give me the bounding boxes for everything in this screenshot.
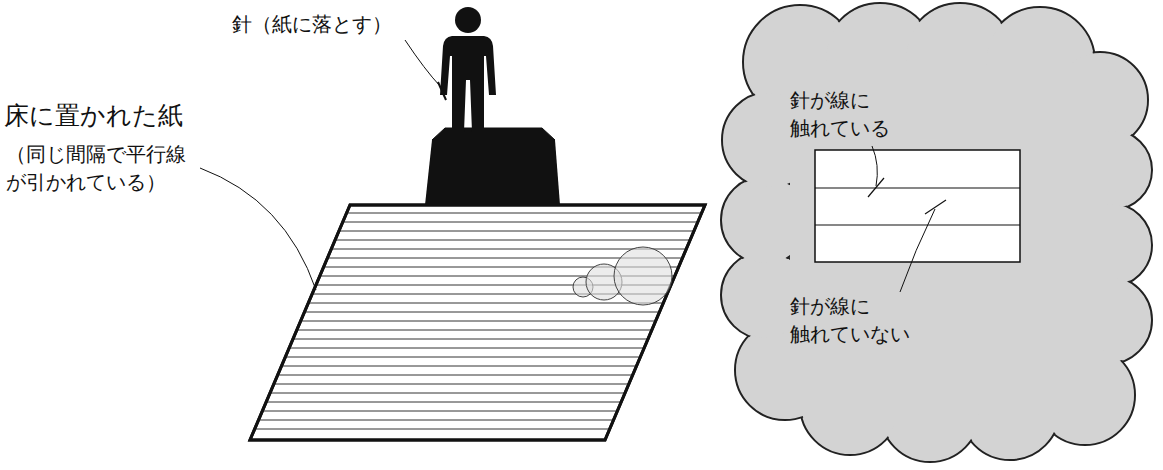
pedestal-top (432, 128, 555, 140)
no-touch-callout: 針が線に 触れていない (790, 292, 930, 348)
pedestal (425, 140, 560, 205)
needle-not-touching (925, 200, 946, 214)
parallel-line (343, 222, 698, 223)
paper-border (250, 205, 705, 440)
parallel-line (270, 393, 625, 394)
zoomed-paper (815, 150, 1020, 262)
needle-touching (868, 178, 884, 197)
person-head (455, 7, 481, 33)
parallel-line (335, 240, 690, 241)
leader-line (872, 146, 877, 186)
leader-line (900, 209, 935, 292)
paper (250, 205, 705, 440)
parallel-line (815, 224, 1020, 225)
parallel-line (255, 429, 610, 430)
parallel-line (347, 213, 702, 214)
parallel-line (262, 411, 617, 412)
parallel-line (339, 231, 694, 232)
touch-callout: 針が線に 触れている (790, 86, 910, 142)
parallel-line (281, 366, 636, 367)
parallel-line (266, 402, 621, 403)
cloud-core (790, 70, 1100, 410)
leader-line (405, 40, 440, 86)
parallel-line (274, 384, 629, 385)
cloud-outline (721, 3, 1152, 462)
parallel-line (308, 303, 663, 304)
needle-label: 針（紙に落とす） (232, 10, 392, 38)
paper-label: 床に置かれた紙 (4, 98, 183, 133)
parallel-line (815, 187, 1020, 188)
parallel-line (289, 348, 644, 349)
leader-line (200, 168, 316, 290)
parallel-line (285, 357, 640, 358)
parallel-line (259, 420, 614, 421)
person-body (440, 36, 496, 132)
parallel-line (278, 375, 633, 376)
paper-note: （同じ間隔で平行線 が引かれている） (6, 140, 206, 196)
parallel-line (293, 339, 648, 340)
zoom-circle (614, 247, 672, 305)
parallel-line (304, 312, 659, 313)
parallel-line (301, 321, 656, 322)
parallel-lines (255, 213, 702, 429)
parallel-line (297, 330, 652, 331)
cloud-fill (723, 5, 1151, 461)
